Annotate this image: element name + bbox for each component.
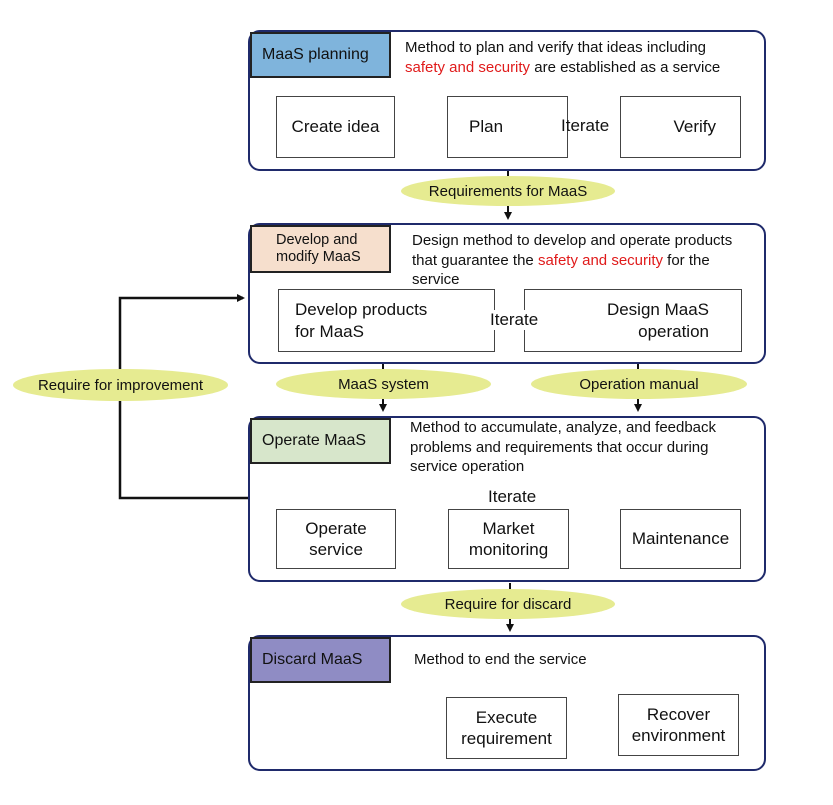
maas-system-label: MaaS system [338,375,429,393]
develop-title-line2: modify MaaS [276,249,361,265]
discard-desc-text: Method to end the service [414,651,587,668]
maintenance-label: Maintenance [631,529,730,549]
develop-products-box: Develop products for MaaS [278,289,495,352]
requirements-connector-label: Requirements for MaaS [428,182,588,200]
planning-desc-line1: Method to plan and verify that ideas inc… [405,39,707,56]
develop-description: Design method to develop and operate pro… [412,231,764,290]
maintenance-box: Maintenance [620,509,741,569]
operate-service-line1: Operate [305,518,367,538]
maas-system-connector: MaaS system [276,369,491,399]
operate-service-line2: service [309,540,363,559]
operation-manual-label: Operation manual [579,375,699,393]
requirements-connector: Requirements for MaaS [401,176,615,206]
operation-manual-connector: Operation manual [531,369,747,399]
develop-stage-title: Develop and modify MaaS [250,225,391,273]
improvement-connector-label: Require for improvement [37,376,204,394]
operate-stage-title: Operate MaaS [250,418,391,464]
planning-iterate-label: Iterate [561,116,610,135]
develop-desc-line1: Design method to develop and operate pro… [412,232,733,249]
planning-description: Method to plan and verify that ideas inc… [405,38,765,77]
market-monitoring-box: Market monitoring [448,509,569,569]
discard-description: Method to end the service [414,650,754,670]
market-monitoring-line2: monitoring [468,540,549,559]
develop-desc-highlight: safety and security [537,251,663,269]
execute-requirement-line1: Execute [475,707,538,727]
operate-iterate-label: Iterate [488,487,537,506]
design-operation-line2: operation [638,321,709,341]
planning-title-text: MaaS planning [262,45,369,63]
discard-stage-title: Discard MaaS [250,637,391,683]
recover-environment-box: Recover environment [618,694,739,756]
market-monitoring-line1: Market [482,518,535,538]
verify-box: Verify [620,96,741,158]
develop-desc-post: for the [663,251,710,269]
operate-desc-line2: problems and requirements that occur dur… [410,438,709,456]
planning-stage-title: MaaS planning [250,32,391,78]
discard-connector: Require for discard [401,589,615,619]
improvement-connector: Require for improvement [13,369,228,401]
create-idea-label: Create idea [291,117,380,137]
discard-connector-label: Require for discard [444,595,572,613]
recover-environment-line2: environment [631,726,726,745]
design-operation-line1: Design MaaS [606,300,709,320]
operate-service-box: Operate service [276,509,396,569]
execute-requirement-box: Execute requirement [446,697,567,759]
recover-environment-line1: Recover [646,704,711,724]
discard-title-text: Discard MaaS [262,650,363,668]
operate-description: Method to accumulate, analyze, and feedb… [410,418,764,477]
develop-iterate-label: Iterate [488,310,541,330]
planning-desc-highlight: safety and security [405,58,531,76]
develop-products-line1: Develop products [295,300,428,320]
develop-desc-pre: that guarantee the [412,251,538,269]
operate-desc-line3: service operation [410,458,525,475]
design-operation-box: Design MaaS operation [524,289,742,352]
develop-products-line2: for MaaS [295,321,364,341]
operate-title-text: Operate MaaS [262,431,367,449]
execute-requirement-line2: requirement [461,729,552,748]
develop-title-line1: Develop and [276,232,358,249]
verify-label: Verify [673,117,716,137]
operate-desc-line1: Method to accumulate, analyze, and feedb… [410,419,717,436]
develop-desc-line2: that guarantee the safety and security f… [412,251,764,271]
planning-desc-rest: are established as a service [530,58,721,76]
plan-label: Plan [469,117,504,137]
plan-box: Plan [447,96,568,158]
planning-desc-line2: safety and security are established as a… [405,58,765,78]
develop-desc-line3: service [412,271,460,288]
create-idea-box: Create idea [276,96,395,158]
